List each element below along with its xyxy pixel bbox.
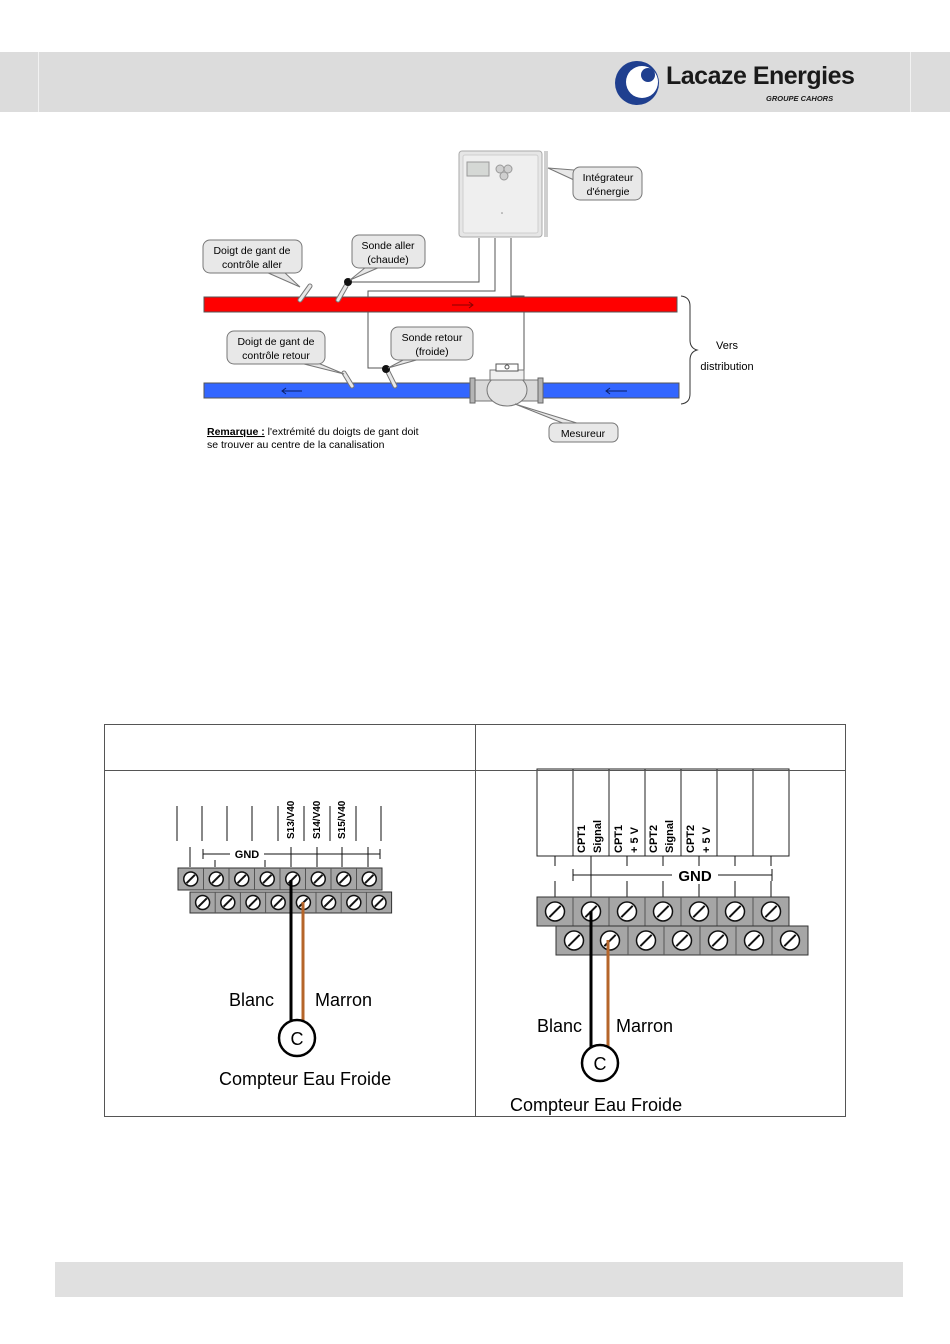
meter-symbol-right xyxy=(580,1043,620,1083)
gnd-label-left: GND xyxy=(235,849,260,861)
supply-pipe xyxy=(203,296,678,313)
svg-text:(chaude): (chaude) xyxy=(367,254,408,266)
terminal-block-top-left xyxy=(177,867,383,891)
terminal-screw-slot xyxy=(262,874,273,884)
terminal-screw-slot xyxy=(364,874,375,884)
callout-glove-finger-supply: Doigt de gant de contrôle aller xyxy=(202,239,303,288)
callout-glove-finger-return: Doigt de gant de contrôle retour xyxy=(226,330,345,375)
logo-subtext: GROUPE CAHORS xyxy=(766,94,834,103)
flow-meter-device xyxy=(469,363,544,407)
header-divider xyxy=(38,52,39,112)
callout-meter: Mesureur xyxy=(514,403,619,443)
meter-caption-right: Compteur Eau Froide xyxy=(510,1095,682,1115)
header-divider xyxy=(910,52,911,112)
svg-text:Mesureur: Mesureur xyxy=(561,428,606,440)
distribution-brace xyxy=(680,295,699,405)
distribution-label-line1: Vers xyxy=(716,340,739,352)
svg-text:Doigt de gant de: Doigt de gant de xyxy=(237,336,314,348)
terminal-screw-slot xyxy=(603,934,617,947)
terminal-screw-slot xyxy=(374,897,384,908)
terminal-screw-slot xyxy=(639,934,653,947)
return-pipe-left xyxy=(203,382,473,399)
remark-line2: se trouver au centre de la canalisation xyxy=(207,439,385,451)
meter-caption-left: Compteur Eau Froide xyxy=(219,1069,391,1089)
terminal-screw-slot xyxy=(248,897,258,908)
terminal-screw-slot xyxy=(620,905,634,918)
callout-return-probe: Sonde retour (froide) xyxy=(387,326,474,369)
svg-text:Sonde aller: Sonde aller xyxy=(361,240,415,252)
terminal-label-cpt2-5v-b: + 5 V xyxy=(701,826,713,853)
terminal-screw-slot xyxy=(567,934,581,947)
terminal-screw-slot xyxy=(548,905,562,918)
terminal-screw-slot xyxy=(338,874,349,884)
terminal-screw-slot xyxy=(728,905,742,918)
terminal-screw-slot xyxy=(236,874,247,884)
terminal-screw-slot xyxy=(313,874,324,884)
wiring-diagram-left: S13/V40 S14/V40 S15/V40 GND C Blanc Marr… xyxy=(176,800,393,1089)
terminal-label-cpt2-signal-a: CPT2 xyxy=(648,825,660,853)
terminal-label-s14: S14/V40 xyxy=(312,800,323,839)
terminal-screw-slot xyxy=(323,897,334,908)
terminal-label-cpt2-signal-b: Signal xyxy=(664,820,676,853)
svg-text:d'énergie: d'énergie xyxy=(587,186,630,198)
terminal-block-bottom-right xyxy=(555,925,809,956)
logo-text: Lacaze Energies xyxy=(666,62,855,90)
terminal-block-bottom-left xyxy=(189,891,393,914)
terminal-screw-slot xyxy=(185,874,196,884)
footer-band xyxy=(55,1262,903,1297)
terminal-screw-slot xyxy=(273,897,284,908)
header-band xyxy=(0,52,950,112)
terminal-screw-slot xyxy=(211,874,222,884)
terminal-screw-slot xyxy=(656,905,670,918)
gnd-label-right: GND xyxy=(678,868,712,885)
svg-text:contrôle retour: contrôle retour xyxy=(242,350,310,362)
wiring-table-column-divider xyxy=(475,725,476,1116)
terminal-screw-slot xyxy=(692,905,706,918)
callout-integrator: Intégrateur d'énergie xyxy=(547,166,643,201)
terminal-label-cpt2-5v-a: CPT2 xyxy=(685,825,697,853)
company-logo: Lacaze Energies GROUPE CAHORS xyxy=(612,58,855,108)
energy-integrator-device xyxy=(458,150,548,238)
supply-flow-arrow-icon xyxy=(452,301,474,309)
svg-text:(froide): (froide) xyxy=(415,346,448,358)
svg-text:Doigt de gant de: Doigt de gant de xyxy=(213,245,290,257)
callout-supply-probe: Sonde aller (chaude) xyxy=(349,234,426,281)
wire-label-blanc-right: Blanc xyxy=(537,1016,582,1036)
terminal-screw-slot xyxy=(764,905,778,918)
wire-label-marron-right: Marron xyxy=(616,1016,673,1036)
glove-finger-return xyxy=(341,370,355,389)
meter-symbol-left xyxy=(277,1018,317,1058)
terminal-screw-slot xyxy=(197,897,208,908)
terminal-screw-slot xyxy=(675,934,689,947)
svg-text:Sonde retour: Sonde retour xyxy=(402,332,463,344)
terminal-screw-slot xyxy=(747,934,761,947)
svg-text:contrôle aller: contrôle aller xyxy=(222,259,283,271)
remark-line1: Remarque : l'extrémité du doigts de gant… xyxy=(207,426,419,438)
terminal-label-cpt1-5v-a: CPT1 xyxy=(613,825,625,853)
terminal-label-s13: S13/V40 xyxy=(286,800,297,839)
terminal-screw-slot xyxy=(711,934,725,947)
return-flow-arrow-icon xyxy=(281,387,627,395)
terminal-label-cpt1-5v-b: + 5 V xyxy=(629,826,641,853)
terminal-label-s15: S15/V40 xyxy=(337,800,348,839)
terminal-screw-slot xyxy=(348,897,359,908)
meter-symbol-right-letter: C xyxy=(594,1054,607,1074)
return-probe xyxy=(382,365,398,389)
logo-mark-icon xyxy=(615,61,659,105)
svg-text:Intégrateur: Intégrateur xyxy=(583,172,634,184)
terminal-screw-slot xyxy=(783,934,797,947)
terminal-block-top-right xyxy=(536,896,790,927)
wiring-diagram-right: CPT1 Signal CPT1 + 5 V CPT2 Signal CPT2 … xyxy=(510,768,809,1115)
distribution-label-line2: distribution xyxy=(700,361,753,373)
terminal-screw-slot xyxy=(222,897,233,908)
wire-label-blanc-left: Blanc xyxy=(229,990,274,1010)
meter-symbol-left-letter: C xyxy=(291,1029,304,1049)
wire-label-marron-left: Marron xyxy=(315,990,372,1010)
terminal-label-cpt1-signal-b: Signal xyxy=(592,820,604,853)
glove-finger-supply xyxy=(297,283,313,303)
wiring-table xyxy=(104,724,846,1117)
terminal-label-cpt1-signal-a: CPT1 xyxy=(576,825,588,853)
